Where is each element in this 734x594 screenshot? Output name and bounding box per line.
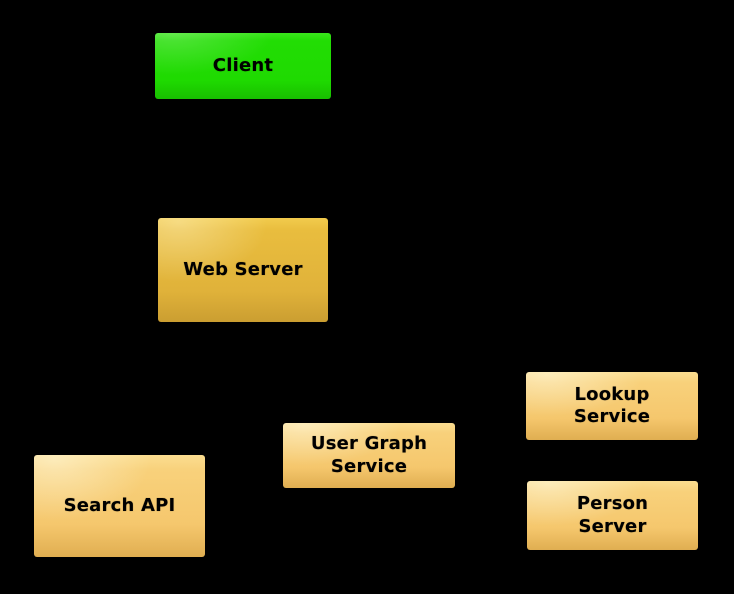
- node-web-server: Web Server: [158, 218, 328, 322]
- node-person-server-label: Person Server: [576, 493, 649, 537]
- node-search-api-label: Search API: [63, 494, 176, 516]
- node-user-graph-service: User Graph Service: [283, 423, 455, 488]
- node-search-api: Search API: [34, 455, 205, 557]
- node-lookup-service: Lookup Service: [526, 372, 698, 440]
- node-client: Client: [155, 33, 331, 99]
- node-client-label: Client: [212, 54, 274, 76]
- node-lookup-service-label: Lookup Service: [573, 383, 651, 428]
- node-web-server-label: Web Server: [183, 258, 303, 280]
- node-user-graph-service-label: User Graph Service: [310, 433, 428, 477]
- node-person-server: Person Server: [527, 481, 698, 550]
